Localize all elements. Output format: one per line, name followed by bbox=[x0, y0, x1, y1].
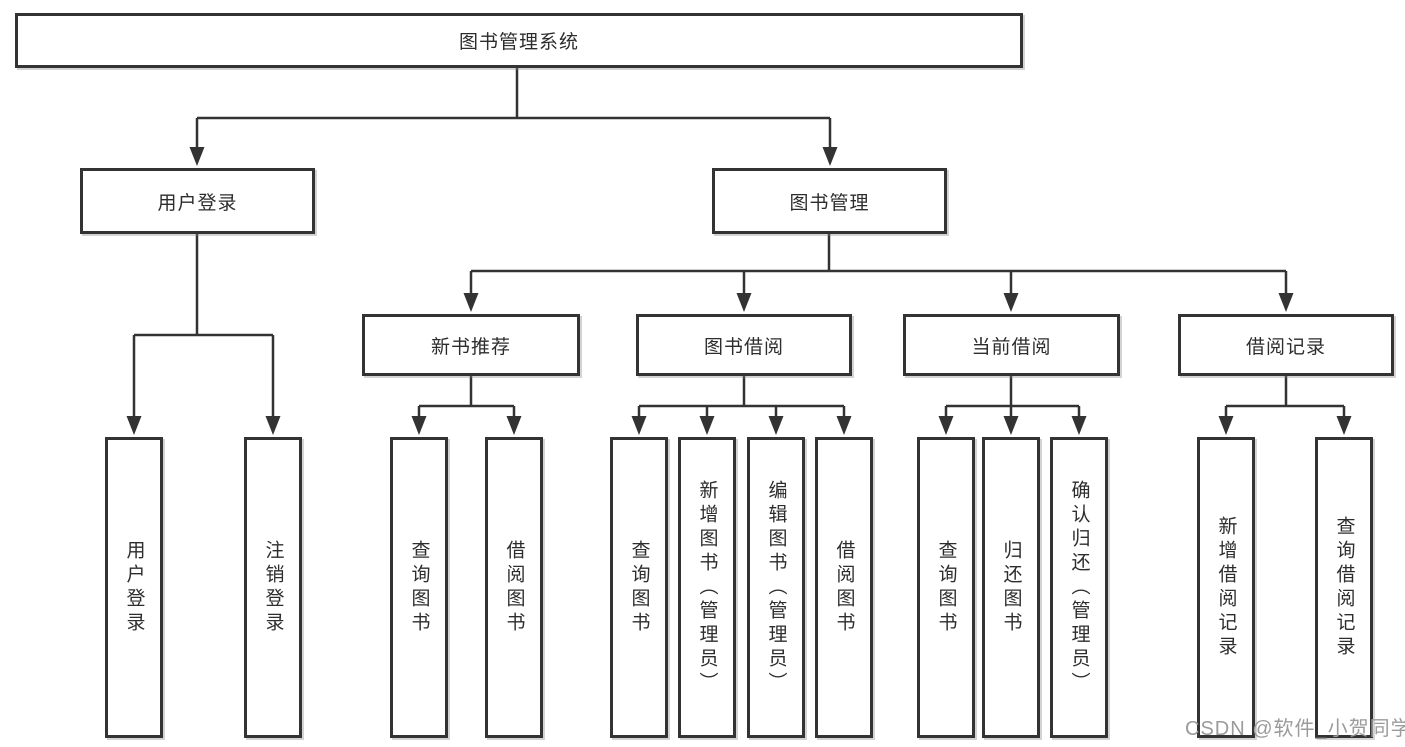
leaf-borrow-books-2: 借阅图书 bbox=[815, 437, 873, 738]
node-new-book-recommend: 新书推荐 bbox=[362, 314, 580, 376]
node-book-borrow-label: 图书借阅 bbox=[703, 336, 784, 358]
node-borrow-records-label: 借阅记录 bbox=[1245, 336, 1326, 358]
node-user-login-label: 用户登录 bbox=[157, 192, 238, 214]
leaf-user-login: 用户登录 bbox=[105, 437, 163, 738]
node-root-label: 图书管理系统 bbox=[458, 32, 579, 53]
leaf-add-book-admin-label: 新增图书（管理员） bbox=[696, 479, 718, 696]
leaf-query-borrow-record-label: 查询借阅记录 bbox=[1333, 515, 1355, 660]
node-user-login: 用户登录 bbox=[80, 168, 315, 234]
leaf-return-book: 归还图书 bbox=[982, 437, 1040, 738]
node-current-borrow-label: 当前借阅 bbox=[971, 336, 1052, 358]
leaf-query-books-3: 查询图书 bbox=[917, 437, 975, 738]
leaf-query-books-2-label: 查询图书 bbox=[628, 539, 650, 636]
node-root: 图书管理系统 bbox=[15, 13, 1023, 68]
leaf-edit-book-admin-label: 编辑图书（管理员） bbox=[765, 479, 787, 696]
leaf-borrow-books-1-label: 借阅图书 bbox=[503, 539, 525, 636]
leaf-add-book-admin: 新增图书（管理员） bbox=[678, 437, 736, 738]
node-book-borrow: 图书借阅 bbox=[636, 314, 852, 376]
leaf-confirm-return-admin: 确认归还（管理员） bbox=[1050, 437, 1108, 738]
leaf-user-login-label: 用户登录 bbox=[123, 539, 145, 636]
leaf-query-books-2: 查询图书 bbox=[610, 437, 668, 738]
csdn-watermark: CSDN @软件_小贺同学 bbox=[1185, 718, 1405, 740]
node-book-management: 图书管理 bbox=[712, 168, 947, 234]
arrowheads bbox=[126, 147, 1352, 435]
leaf-logout-label: 注销登录 bbox=[262, 539, 284, 636]
leaf-borrow-books-1: 借阅图书 bbox=[485, 437, 543, 738]
leaf-add-borrow-record-label: 新增借阅记录 bbox=[1215, 515, 1237, 660]
leaf-edit-book-admin: 编辑图书（管理员） bbox=[747, 437, 805, 738]
leaf-query-borrow-record: 查询借阅记录 bbox=[1315, 437, 1373, 738]
node-book-management-label: 图书管理 bbox=[789, 192, 870, 214]
leaf-logout: 注销登录 bbox=[244, 437, 302, 738]
leaf-query-books-3-label: 查询图书 bbox=[935, 539, 957, 636]
node-borrow-records: 借阅记录 bbox=[1178, 314, 1394, 376]
leaf-return-book-label: 归还图书 bbox=[1000, 539, 1022, 636]
leaf-add-borrow-record: 新增借阅记录 bbox=[1197, 437, 1255, 738]
node-current-borrow: 当前借阅 bbox=[903, 314, 1120, 376]
leaf-query-books-1-label: 查询图书 bbox=[408, 539, 430, 636]
leaf-confirm-return-admin-label: 确认归还（管理员） bbox=[1068, 479, 1090, 696]
node-new-book-recommend-label: 新书推荐 bbox=[430, 336, 511, 358]
leaf-query-books-1: 查询图书 bbox=[390, 437, 448, 738]
leaf-borrow-books-2-label: 借阅图书 bbox=[833, 539, 855, 636]
